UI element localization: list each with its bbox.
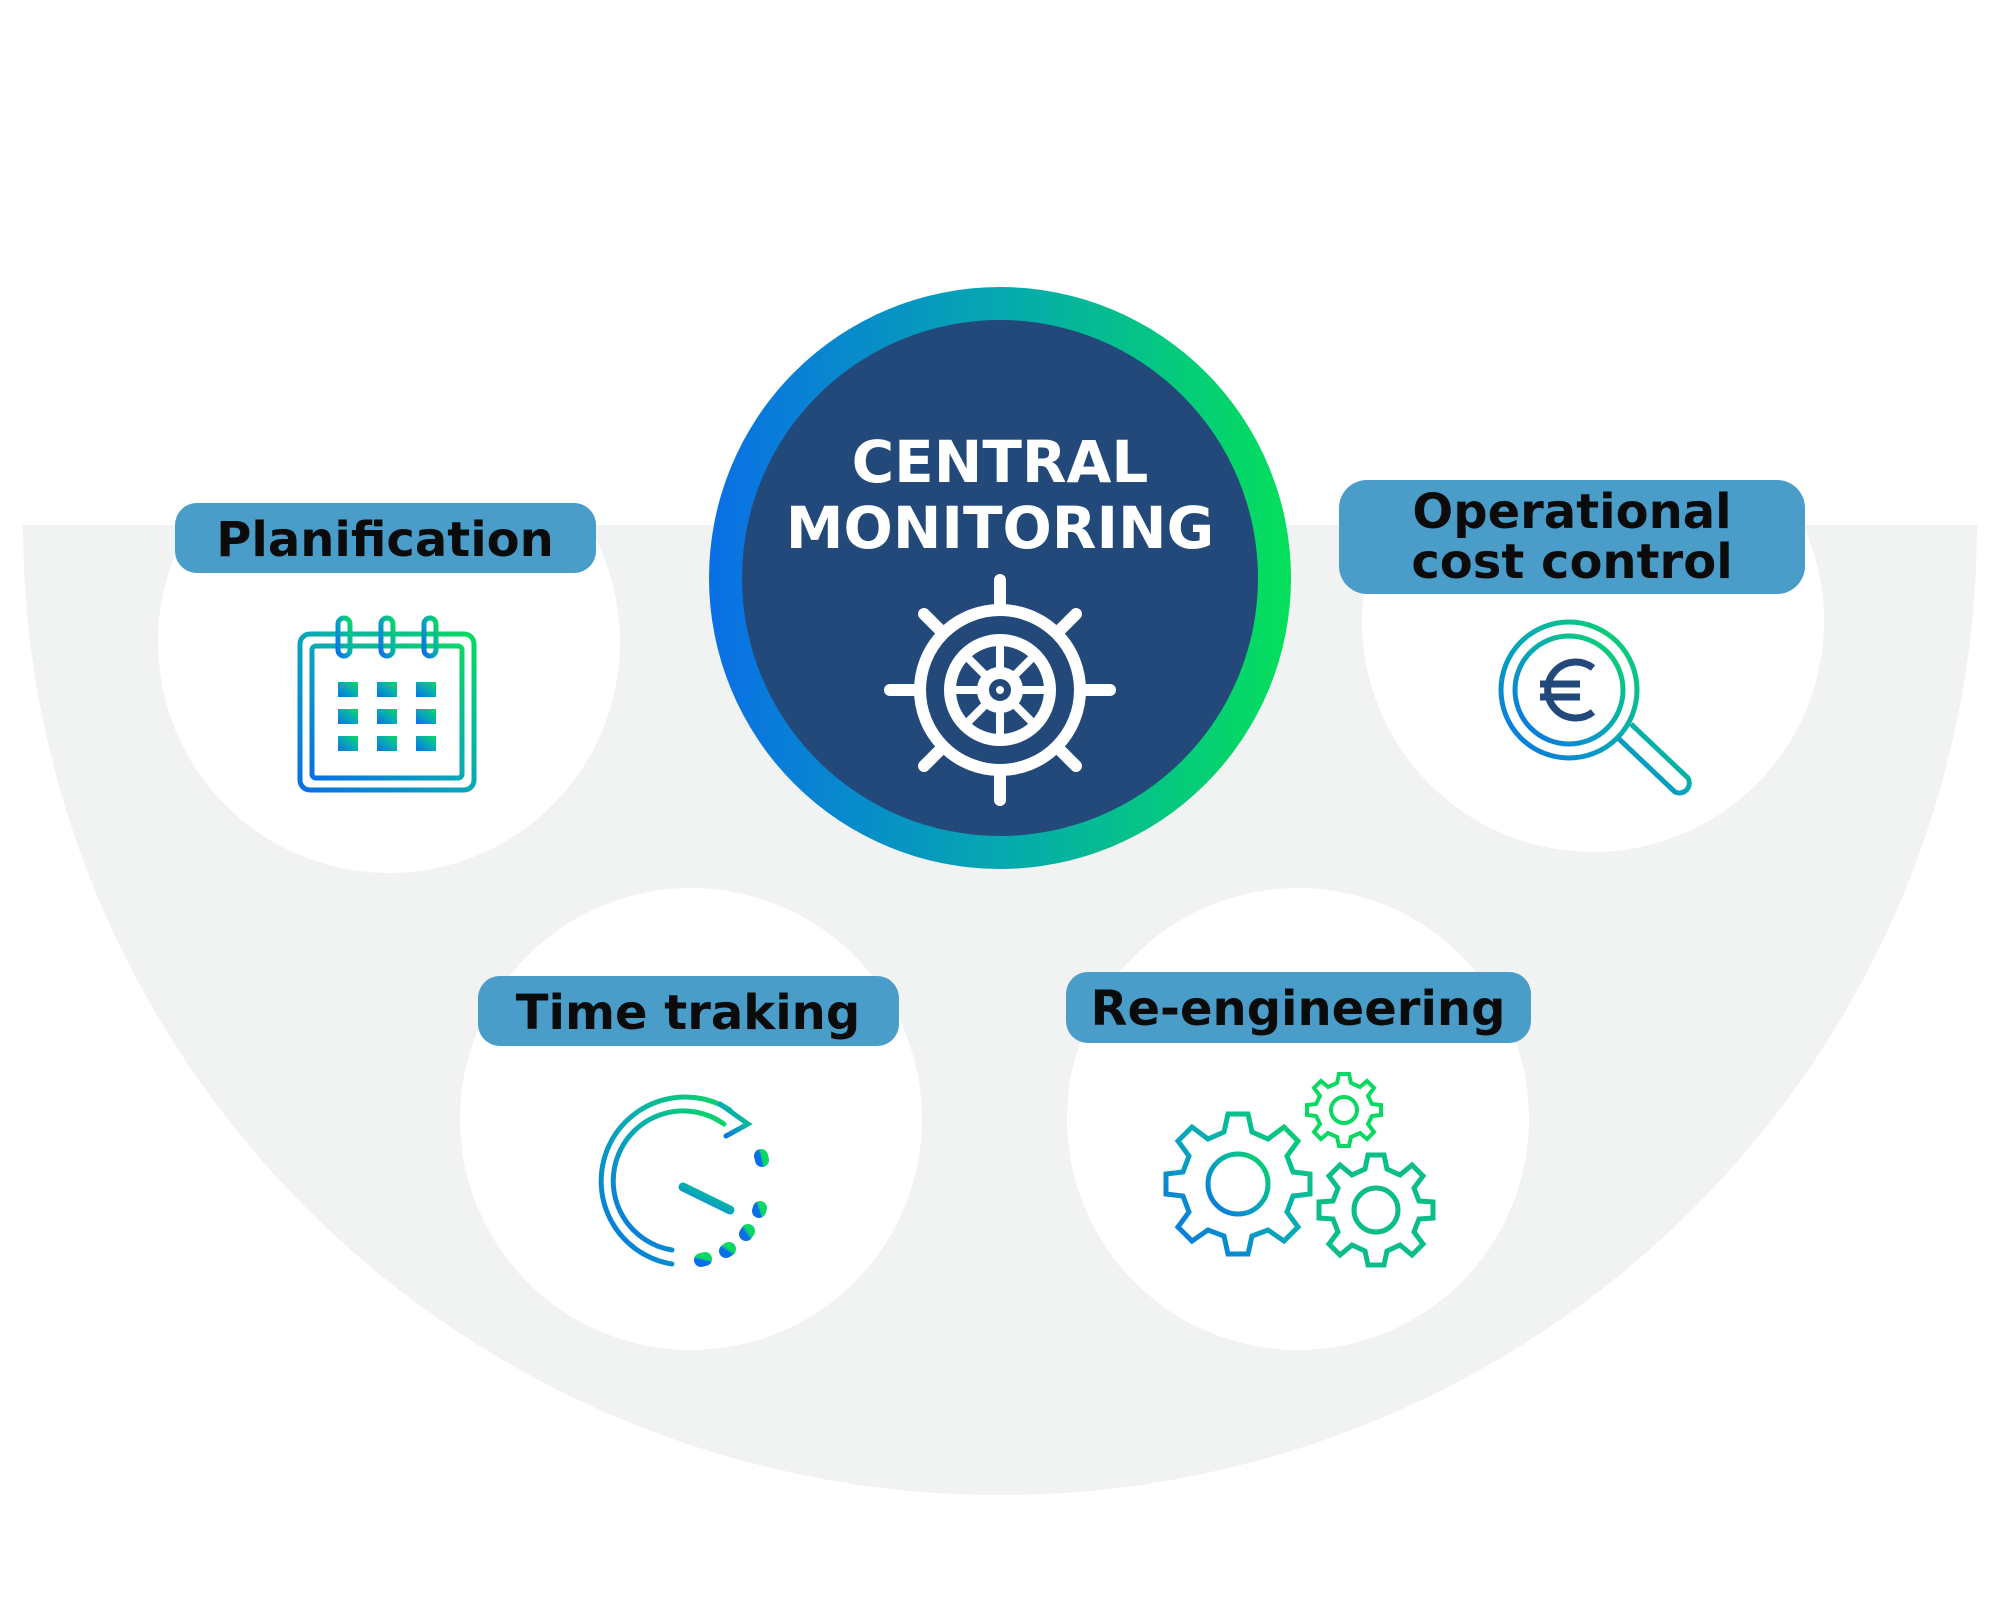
cost-control-text-line2: cost control: [1411, 534, 1732, 590]
clock-icon: [598, 1094, 771, 1267]
re-engineering-text: Re-engineering: [1091, 981, 1506, 1037]
center-title-line1: CENTRAL: [852, 428, 1149, 496]
calendar-icon: [297, 615, 477, 793]
planification-circle: [158, 411, 620, 873]
center-title-line2: MONITORING: [786, 494, 1214, 562]
time-tracking-circle: [460, 888, 922, 1350]
re-engineering-circle: [1067, 888, 1529, 1350]
gears-icon: [1163, 1072, 1436, 1268]
cost-control-text-line1: Operational: [1412, 484, 1731, 540]
planification-label: Planification: [175, 503, 596, 573]
euro-magnifier-icon: [1498, 619, 1692, 796]
time-tracking-text: Time traking: [516, 985, 860, 1041]
cost-control-label: Operational cost control: [1339, 480, 1805, 594]
planification-text: Planification: [216, 512, 554, 568]
central-monitoring-node: CENTRAL MONITORING: [709, 287, 1291, 869]
time-tracking-label: Time traking: [478, 976, 899, 1046]
cost-control-circle: [1362, 390, 1824, 852]
re-engineering-label: Re-engineering: [1066, 972, 1531, 1043]
ship-wheel-icon: [884, 574, 1116, 806]
